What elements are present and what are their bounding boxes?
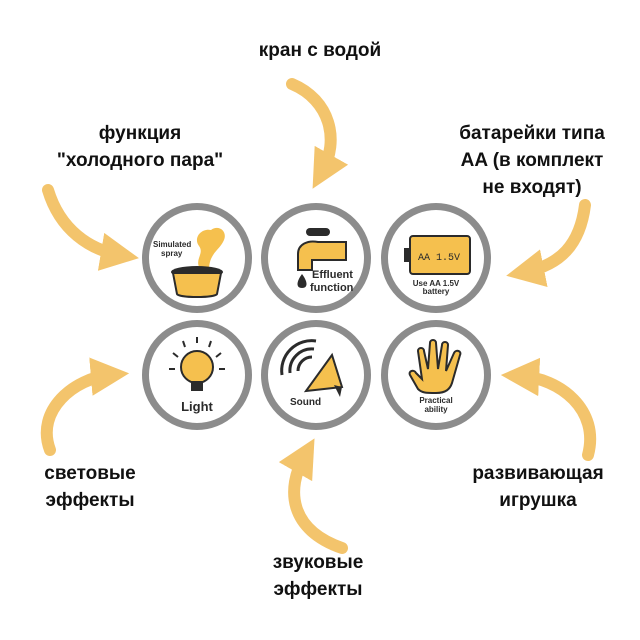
arrow-steam bbox=[42, 184, 139, 271]
badge-sound: Sound bbox=[261, 320, 371, 430]
svg-text:Effluent: Effluent bbox=[312, 269, 353, 281]
svg-text:AA 1.5V: AA 1.5V bbox=[418, 253, 460, 264]
arrow-tap bbox=[286, 78, 349, 189]
water-tap-icon: Effluent function bbox=[297, 228, 354, 294]
arrow-light bbox=[40, 357, 130, 456]
svg-text:battery: battery bbox=[423, 287, 450, 296]
label-steam: функция"холодного пара" bbox=[56, 123, 224, 171]
svg-text:Sound: Sound bbox=[290, 397, 321, 408]
badge-effluent-function: Effluent function bbox=[261, 203, 371, 313]
svg-text:spray: spray bbox=[161, 249, 183, 258]
svg-text:ability: ability bbox=[424, 405, 448, 414]
light-bulb-icon: Light bbox=[169, 337, 225, 414]
badge-simulated-spray: Simulated spray bbox=[142, 203, 252, 313]
svg-text:function: function bbox=[310, 282, 354, 294]
badge-light: Light bbox=[142, 320, 252, 430]
arrow-sound bbox=[278, 438, 348, 554]
hand-icon: Practical ability bbox=[408, 339, 462, 414]
svg-text:Practical: Practical bbox=[419, 396, 452, 405]
label-tap: кран с водой bbox=[258, 40, 382, 61]
badge-practical-ability: Practical ability bbox=[381, 320, 491, 430]
speaker-icon: Sound bbox=[280, 339, 344, 408]
badge-battery: AA 1.5V Use AA 1.5V battery bbox=[381, 203, 491, 313]
arrow-battery bbox=[506, 199, 591, 288]
svg-text:Light: Light bbox=[181, 399, 213, 414]
svg-text:Use AA 1.5V: Use AA 1.5V bbox=[413, 279, 460, 288]
arrow-toy bbox=[500, 357, 596, 461]
svg-text:Simulated: Simulated bbox=[153, 240, 191, 249]
steaming-pot-icon: Simulated spray bbox=[153, 227, 225, 298]
battery-icon: AA 1.5V Use AA 1.5V battery bbox=[404, 235, 471, 296]
